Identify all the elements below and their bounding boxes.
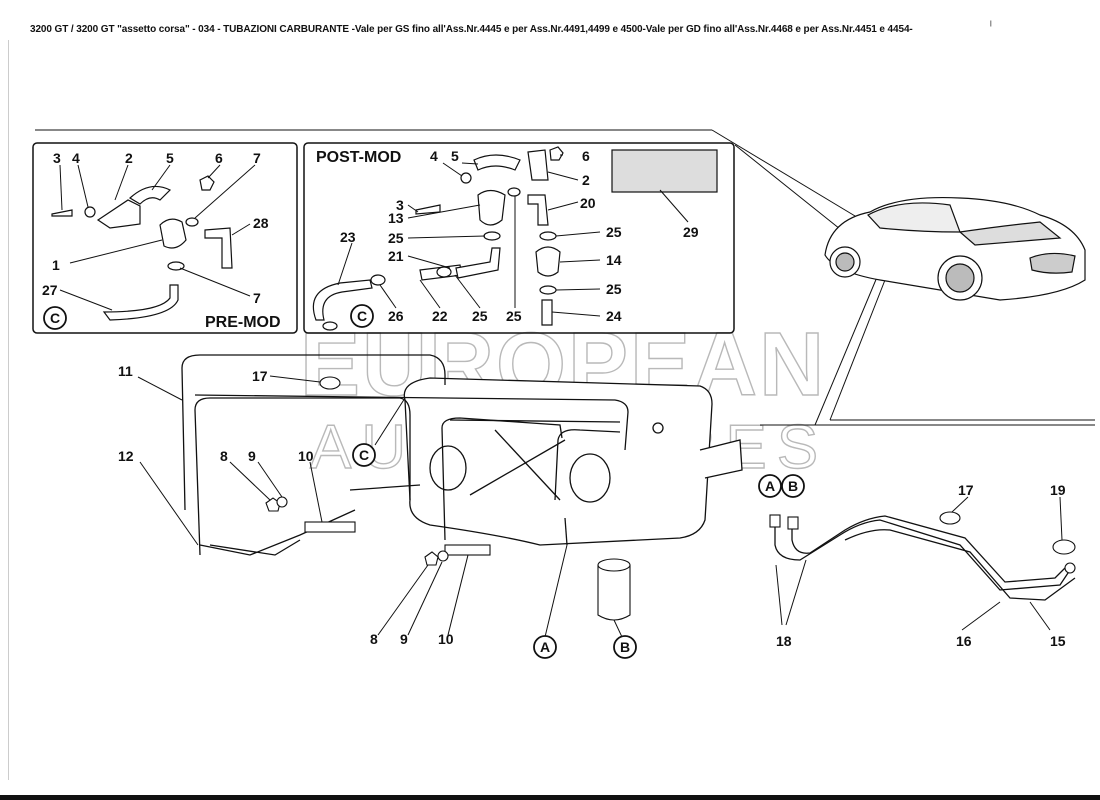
callout-25e: 25: [506, 308, 522, 324]
pre-mod-panel: PRE-MOD 3 4 2 5: [32, 142, 298, 334]
main-parts: [265, 376, 631, 621]
callout-26: 26: [388, 308, 404, 324]
clip-7: [185, 217, 199, 227]
callout-10: 10: [298, 448, 314, 464]
callout-8: 8: [220, 448, 228, 464]
post-mod-panel: POST-MOD: [303, 142, 735, 334]
callout-28: 28: [253, 215, 269, 231]
callout-17: 17: [252, 368, 268, 384]
pre-mod-title: PRE-MOD: [205, 314, 281, 331]
callout-1: 1: [52, 257, 60, 273]
callout-5: 5: [451, 148, 459, 164]
callout-13: 13: [388, 210, 404, 226]
callout-24: 24: [606, 308, 622, 324]
corner-mark: ˡ: [990, 20, 992, 32]
callout-2: 2: [582, 172, 590, 188]
hose-28: [204, 227, 233, 269]
callout-25a: 25: [388, 230, 404, 246]
clamp-5: [128, 185, 172, 205]
callout-16: 16: [956, 633, 972, 649]
hose-27: [102, 284, 179, 321]
callout-19: 19: [1050, 482, 1066, 498]
post-mod-parts: [312, 146, 718, 331]
connector-b-badge-r: [781, 474, 805, 498]
connector-c-badge: [43, 306, 67, 330]
callout-23: 23: [340, 229, 356, 245]
bracket-2: [96, 199, 141, 229]
callout-11: 11: [118, 363, 133, 379]
right-detail-lines: [774, 515, 1076, 601]
fuel-tank: [403, 377, 743, 546]
callout-15: 15: [1050, 633, 1066, 649]
callout-4: 4: [72, 150, 80, 166]
pre-mod-parts: [51, 175, 233, 321]
callout-7: 7: [253, 150, 261, 166]
post-mod-frame: [303, 142, 735, 334]
callout-9: 9: [248, 448, 256, 464]
filter-1: [159, 218, 187, 249]
callout-10b: 10: [438, 631, 454, 647]
callout-25c: 25: [606, 281, 622, 297]
callout-18: 18: [776, 633, 792, 649]
post-mod-title: POST-MOD: [316, 149, 401, 166]
page-edge: [8, 40, 9, 780]
callout-4: 4: [430, 148, 438, 164]
connector-a-label: A: [540, 639, 550, 655]
connector-a-label-r: A: [765, 478, 775, 494]
callout-14: 14: [606, 252, 622, 268]
connector-c-label: C: [50, 310, 60, 326]
callout-17r: 17: [958, 482, 974, 498]
callout-3: 3: [396, 197, 404, 213]
callout-21: 21: [388, 248, 404, 264]
main-leaders: [137, 375, 623, 638]
fuel-lines: [181, 354, 629, 556]
pre-mod-frame: [32, 142, 298, 334]
bolt-3: [51, 209, 73, 217]
pre-mod-leaders: [59, 164, 256, 311]
washer-4: [84, 206, 96, 218]
car-illustration: [824, 197, 1086, 301]
post-mod-leaders: [337, 154, 689, 317]
connector-c-badge: [352, 443, 376, 467]
callout-5: 5: [166, 150, 174, 166]
connector-b-badge: [613, 635, 637, 659]
callout-22: 22: [432, 308, 448, 324]
nut-6: [199, 175, 215, 191]
callout-6: 6: [215, 150, 223, 166]
callout-25b: 25: [606, 224, 622, 240]
bottom-border: [0, 795, 1100, 800]
callout-7b: 7: [253, 290, 261, 306]
callout-20: 20: [580, 195, 596, 211]
callout-3: 3: [53, 150, 61, 166]
callout-12: 12: [118, 448, 134, 464]
right-parts: [769, 511, 1076, 574]
connector-a-badge: [533, 635, 557, 659]
connector-b-label: B: [620, 639, 630, 655]
connector-a-badge-r: [758, 474, 782, 498]
callout-6: 6: [582, 148, 590, 164]
diagram-title: 3200 GT / 3200 GT "assetto corsa" - 034 …: [30, 24, 913, 35]
connector-c-label: C: [359, 447, 369, 463]
callout-9b: 9: [400, 631, 408, 647]
callout-8b: 8: [370, 631, 378, 647]
callout-25d: 25: [472, 308, 488, 324]
callout-29: 29: [683, 224, 699, 240]
connector-b-label-r: B: [788, 478, 798, 494]
callout-27: 27: [42, 282, 58, 298]
right-leaders: [775, 496, 1063, 631]
callout-2: 2: [125, 150, 133, 166]
connector-c-label: C: [357, 308, 367, 324]
connector-c-badge: [350, 304, 374, 328]
